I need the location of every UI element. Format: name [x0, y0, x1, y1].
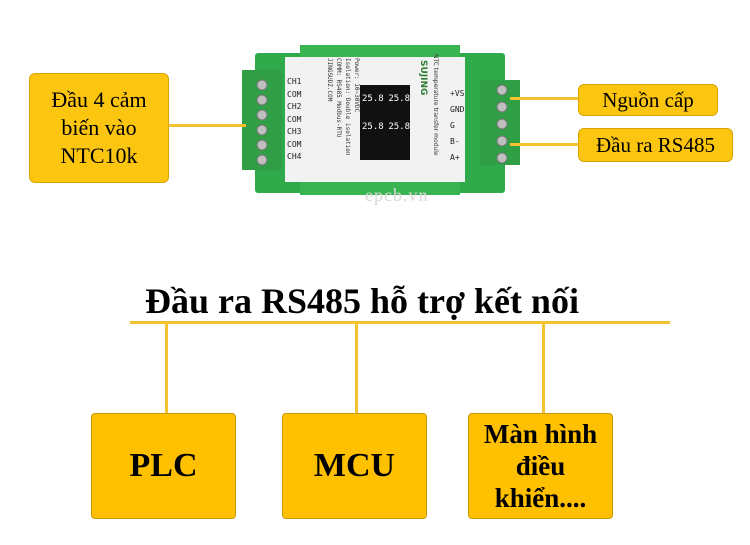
mcu-box: MCU [282, 413, 427, 519]
watermark: epcb.vn [365, 185, 429, 205]
module-info-line: Isolation: Double isolation [344, 58, 351, 156]
terminal-label: A+ [450, 153, 460, 162]
power-supply-label: Nguồn cấp [602, 87, 694, 112]
sensor-connector-line [168, 124, 246, 127]
channel-label: COM [287, 89, 302, 99]
power-connector-line [510, 97, 580, 100]
channel-label: CH1 [287, 77, 302, 86]
title-underline [130, 321, 670, 324]
plc-label: PLC [129, 447, 198, 484]
terminal-label: +VS [450, 89, 465, 98]
display-branch-line [542, 321, 545, 413]
channel-label: CH4 [287, 152, 302, 161]
display-readings: 25.8 25.8 25.8 25.8 [362, 92, 410, 134]
terminal-label: B- [450, 137, 460, 146]
rs485-module-image [242, 45, 520, 195]
sensor-input-label: Đầu 4 cảm biến vào NTC10k [51, 87, 147, 168]
output-connector-line [510, 143, 580, 146]
channel-labels: CH1 COM CH2 COM CH3 COM CH4 [287, 76, 315, 164]
sensor-input-callout: Đầu 4 cảm biến vào NTC10k [29, 73, 169, 183]
mcu-branch-line [355, 321, 358, 413]
rs485-output-callout: Đầu ra RS485 [578, 128, 733, 162]
module-info-line: Power: 10~30VDC [353, 58, 360, 113]
channel-label: COM [287, 139, 302, 149]
reading-value: 25.8 [362, 94, 384, 104]
reading-value: 25.8 [362, 122, 384, 132]
plc-branch-line [165, 321, 168, 413]
module-info-line: JINGSUDZ.COM [326, 58, 333, 102]
terminal-label: GND [450, 105, 465, 114]
reading-value: 25.8 [388, 122, 410, 132]
module-side-text: NTC temperature transfer module [432, 54, 439, 156]
terminal-labels: +VS GND G B- A+ [450, 86, 476, 166]
terminal-label: G [450, 121, 455, 130]
channel-label: CH2 [287, 102, 302, 111]
reading-value: 25.8 [388, 94, 410, 104]
channel-label: COM [287, 114, 302, 124]
plc-box: PLC [91, 413, 236, 519]
mcu-label: MCU [313, 447, 396, 484]
module-info-line: COMM: RS485 Modbus-RTU [335, 58, 342, 138]
display-box: Màn hình điều khiển.... [468, 413, 613, 519]
section-title: Đầu ra RS485 hỗ trợ kết nối [145, 281, 579, 321]
power-supply-callout: Nguồn cấp [578, 84, 718, 116]
module-info: Power: 10~30VDC Isolation: Double isolat… [325, 58, 361, 168]
rs485-output-label: Đầu ra RS485 [596, 132, 715, 157]
module-brand: SUJING [418, 60, 428, 96]
display-label: Màn hình điều khiển.... [483, 419, 598, 513]
channel-label: CH3 [287, 127, 302, 136]
